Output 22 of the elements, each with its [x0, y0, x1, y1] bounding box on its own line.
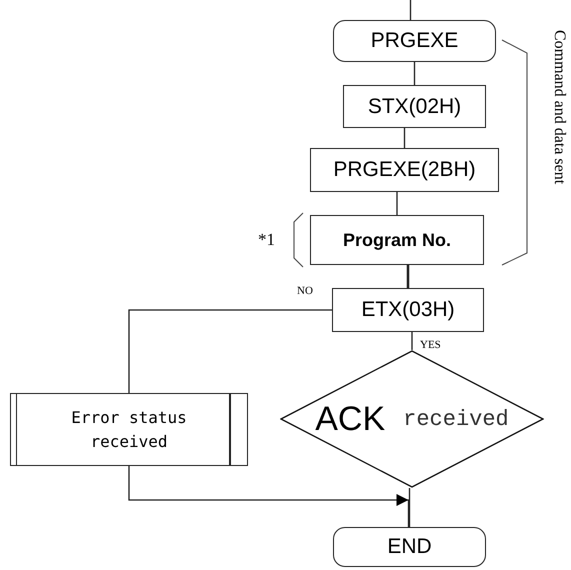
process-box: ETX(03H): [332, 288, 484, 332]
edge-label: YES: [420, 340, 441, 351]
connector-line: [411, 332, 413, 350]
connector-line: [410, 0, 412, 20]
connector-line: [408, 488, 410, 527]
edge-label: NO: [297, 286, 313, 297]
connector-line: [406, 265, 410, 288]
process-box: PRGEXE(2BH): [310, 148, 499, 192]
connector-line: [128, 309, 332, 393]
process-box: Program No.: [310, 215, 484, 265]
connector-line: [414, 62, 416, 85]
callout-mark: *1: [258, 230, 275, 250]
terminal-box: PRGEXE: [333, 20, 496, 62]
connector-line: [404, 128, 406, 148]
connector-line: [396, 192, 398, 215]
subroutine-box: Error status received: [10, 393, 248, 466]
decision-text: received: [403, 406, 509, 432]
process-box: STX(02H): [343, 85, 486, 128]
decision-text: ACK: [315, 400, 386, 438]
terminal-box: END: [333, 527, 486, 567]
decision-diamond: [280, 350, 544, 488]
side-note: Command and data sent: [550, 30, 568, 184]
